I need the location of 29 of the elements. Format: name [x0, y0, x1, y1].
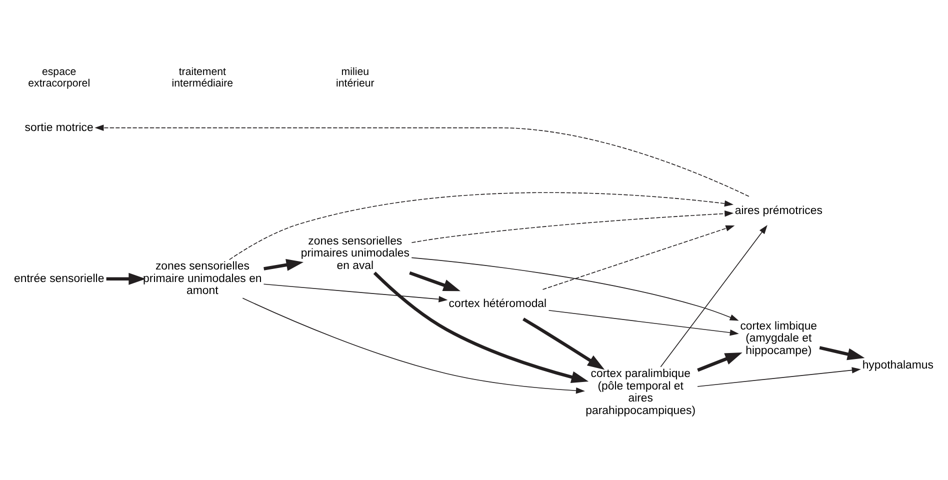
arrow	[411, 256, 739, 320]
arrow	[660, 224, 768, 367]
arrow	[522, 317, 605, 370]
node-text: hypothalamus	[862, 358, 934, 371]
node-text: aires prémotrices	[734, 204, 822, 217]
label: traitement intermédiaire	[172, 66, 234, 89]
label: milieu intérieur	[336, 66, 374, 89]
arrow	[819, 346, 865, 360]
arrow	[263, 283, 448, 302]
node-text: cortex paralimbique (pôle temporal et aires parahippocampiques)	[586, 368, 696, 416]
arrow	[411, 210, 734, 243]
arrow	[542, 224, 735, 290]
arrow	[264, 258, 304, 270]
arrow	[409, 270, 460, 291]
arrow	[697, 366, 861, 386]
node-text: sortie motrice	[24, 121, 94, 134]
arrow	[548, 309, 739, 336]
node-text: entrée sensorielle	[14, 272, 104, 284]
arrow	[228, 192, 734, 260]
node-text: zones sensorielles primaires unimodales en aval	[300, 234, 410, 272]
node-text: zones sensorielles primaire unimodales en amont	[143, 260, 262, 297]
arrow	[242, 297, 585, 394]
label: espace extracorporel	[28, 66, 90, 89]
arrow	[697, 352, 742, 372]
arrow	[106, 272, 146, 284]
node-text: cortex limbique (amygdale et hippocampe)	[740, 320, 818, 356]
arrow	[373, 271, 589, 382]
node-text: cortex hétéromodal	[448, 298, 547, 310]
arrow	[94, 124, 750, 196]
